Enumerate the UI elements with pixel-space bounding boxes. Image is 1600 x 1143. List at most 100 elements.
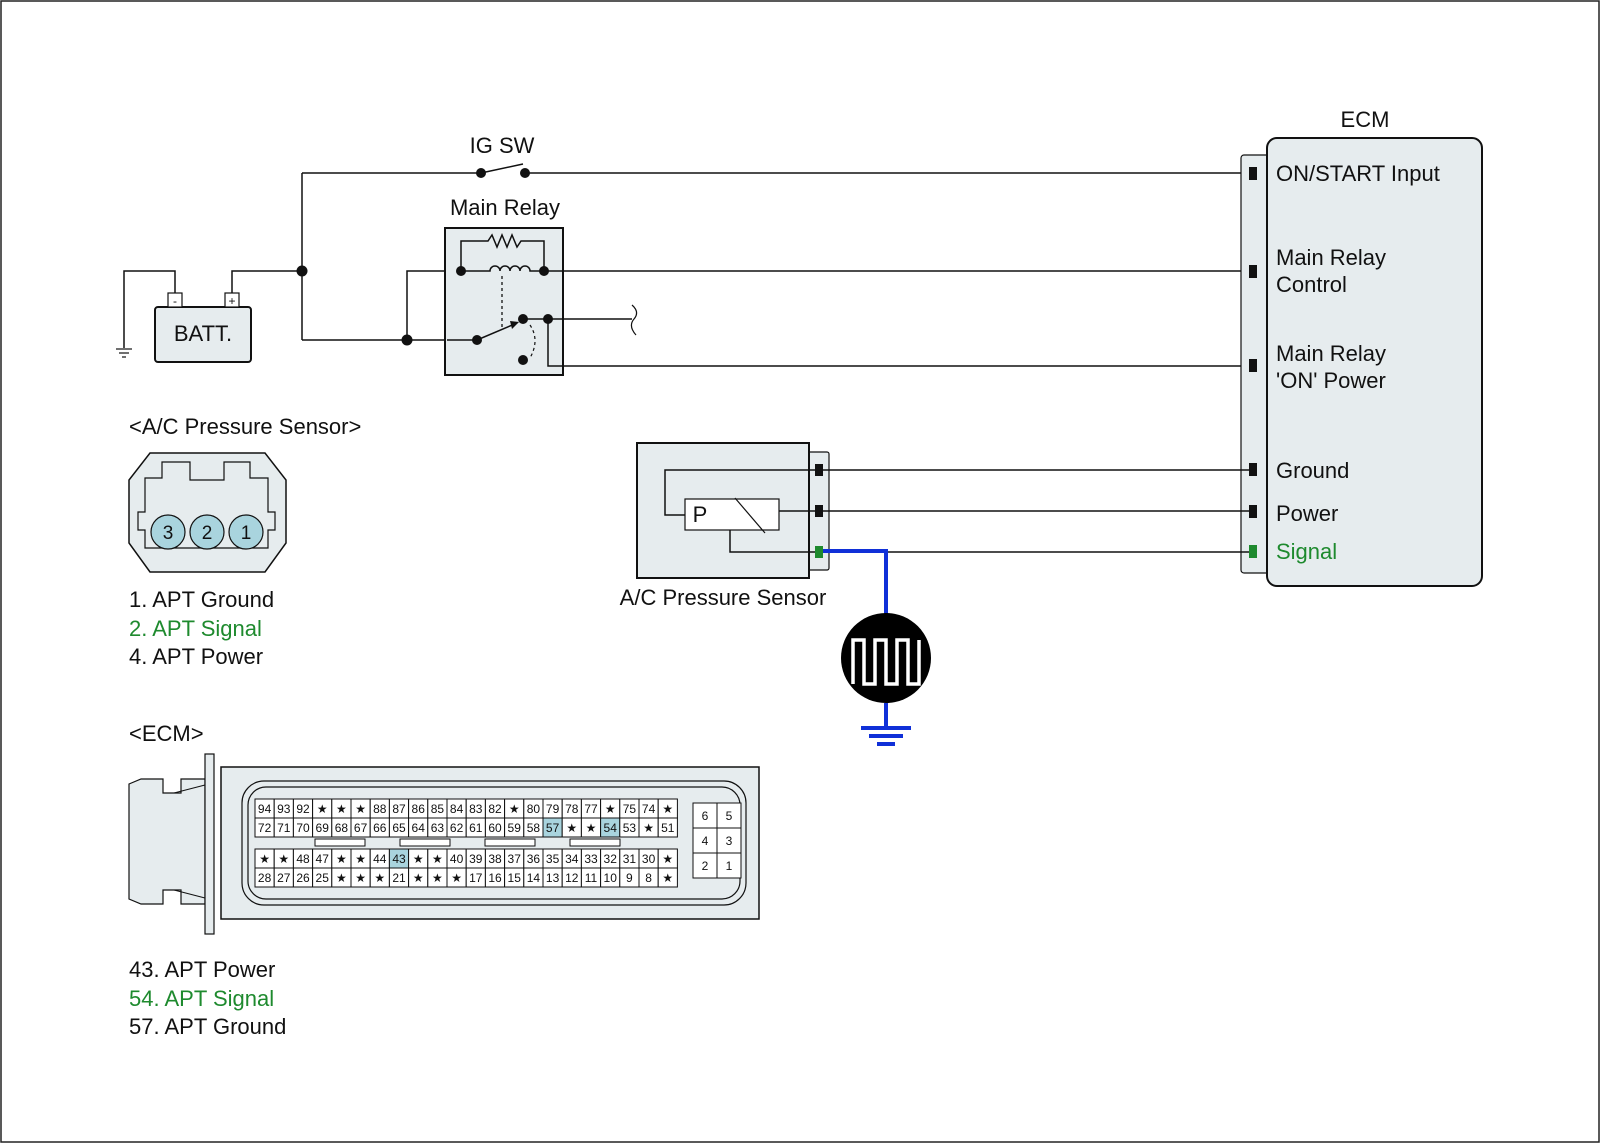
ecm-pin-label: 74 (642, 802, 656, 816)
ecm-pin-label: ★ (432, 852, 443, 866)
ecm-pin-label: 39 (469, 852, 483, 866)
ecm-pin-label: 87 (392, 802, 406, 816)
ecm-main-relay-control-line1: Main Relay (1276, 245, 1386, 270)
sensor-ecm-wires (823, 469, 1249, 553)
ecm-power-label: Power (1276, 501, 1338, 526)
ecm-pin-label: 43 (392, 852, 406, 866)
ig-switch (302, 163, 1256, 178)
ecm-aux-pin-cell (716, 852, 742, 879)
ecm-pin-label: 57 (546, 821, 560, 835)
ecm-block (1240, 137, 1483, 587)
ecm-pin-label: ★ (605, 802, 616, 816)
ecm-pin-label: 13 (546, 871, 560, 885)
sensor-pin-3 (150, 514, 186, 550)
ecm-pin-label: 62 (450, 821, 464, 835)
ecm-pin-label: 58 (527, 821, 541, 835)
battery-label: BATT. (174, 321, 232, 346)
ig-sw-label: IG SW (470, 133, 535, 158)
ecm-pin-label: 38 (488, 852, 502, 866)
ecm-pin-label: 44 (373, 852, 387, 866)
main-relay (444, 227, 1256, 376)
ecm-signal-label: Signal (1276, 539, 1337, 564)
ecm-title: ECM (1341, 107, 1390, 132)
ecm-aux-pin-label: 1 (726, 859, 733, 873)
sensor-pin-1 (228, 514, 264, 550)
ecm-pin-label: ★ (355, 852, 366, 866)
ecm-pin-label: 12 (565, 871, 579, 885)
ecm-pin-label: 71 (277, 821, 291, 835)
ecm-pin-label: 9 (626, 871, 633, 885)
ecm-main-relay-on-line1: Main Relay (1276, 341, 1386, 366)
ecm-pin-label: 67 (354, 821, 368, 835)
ecm-pin-label: 34 (565, 852, 579, 866)
ecm-pin-label: ★ (355, 871, 366, 885)
ecm-main-relay-on-line2: 'ON' Power (1276, 368, 1386, 393)
ecm-pin-label: 69 (316, 821, 330, 835)
ecm-pin-label: 59 (508, 821, 522, 835)
ecm-pin-label: 28 (258, 871, 272, 885)
ecm-pin-label: 10 (604, 871, 618, 885)
ecm-pin-label: 27 (277, 871, 291, 885)
ecm-pin-label: 31 (623, 852, 637, 866)
battery: BATT. - + (116, 270, 302, 363)
sensor-legend-item: 4. APT Power (129, 644, 263, 669)
ecm-pin-label: ★ (336, 852, 347, 866)
battery-minus-label: - (173, 294, 177, 308)
ecm-pin-label: ★ (259, 852, 270, 866)
ecm-aux-pin-label: 3 (726, 834, 733, 848)
ecm-pin-label: ★ (662, 852, 673, 866)
ecm-pin-label: 53 (623, 821, 637, 835)
oscilloscope-square-wave-icon (841, 613, 931, 703)
sensor-legend-item: 2. APT Signal (129, 616, 262, 641)
ecm-main-relay-control-line2: Control (1276, 272, 1347, 297)
ecm-pin-cell (657, 867, 678, 888)
ecm-pin-label: 63 (431, 821, 445, 835)
ac-pressure-sensor-caption: A/C Pressure Sensor (620, 585, 827, 610)
ecm-aux-pin-label: 5 (726, 809, 733, 823)
ecm-pin-label: 8 (645, 871, 652, 885)
ecm-pin-label: 51 (661, 821, 675, 835)
ecm-pin-label: 26 (296, 871, 310, 885)
ecm-pin-label: 47 (316, 852, 330, 866)
ecm-pin-label: 17 (469, 871, 483, 885)
ecm-pin-label: ★ (509, 802, 520, 816)
ecm-pin-label: 66 (373, 821, 387, 835)
ecm-aux-pin-label: 2 (702, 859, 709, 873)
sensor-pin-2 (189, 514, 225, 550)
ecm-ground-label: Ground (1276, 458, 1349, 483)
ecm-pin-label: ★ (432, 871, 443, 885)
ecm-pin-label: ★ (586, 821, 597, 835)
ecm-pin-label: 16 (488, 871, 502, 885)
ecm-pin-label: 65 (392, 821, 406, 835)
ecm-pin-label: 21 (392, 871, 406, 885)
ecm-pin-label: 85 (431, 802, 445, 816)
ecm-pin-label: ★ (643, 821, 654, 835)
ecm-pin-label: 84 (450, 802, 464, 816)
ecm-pin-label: 15 (508, 871, 522, 885)
sensor-pin-1-label: 1 (241, 523, 252, 544)
ecm-pin-label: 40 (450, 852, 464, 866)
ecm-pin-label: 70 (296, 821, 310, 835)
ecm-pin-label: ★ (662, 871, 673, 885)
ecm-pin-label: 83 (469, 802, 483, 816)
ecm-pin-label: 88 (373, 802, 387, 816)
sensor-legend-item: 1. APT Ground (129, 587, 274, 612)
ecm-pin-label: ★ (336, 802, 347, 816)
sensor-connector-face: 3 2 1 (128, 452, 287, 573)
ecm-pin-label: 30 (642, 852, 656, 866)
ecm-pin-label: ★ (355, 802, 366, 816)
ecm-pin-label: 32 (604, 852, 618, 866)
ground-symbol-icon (861, 726, 911, 746)
ecm-aux-pin-label: 4 (702, 834, 709, 848)
ecm-pin-label: 61 (469, 821, 483, 835)
ecm-pin-label: 92 (296, 802, 310, 816)
ecm-pin-label: 86 (412, 802, 426, 816)
ecm-pin-label: 14 (527, 871, 541, 885)
ecm-pin-label: 80 (527, 802, 541, 816)
ecm-pin-label: ★ (451, 871, 462, 885)
main-relay-label: Main Relay (450, 195, 560, 220)
ecm-pin-label: 35 (546, 852, 560, 866)
